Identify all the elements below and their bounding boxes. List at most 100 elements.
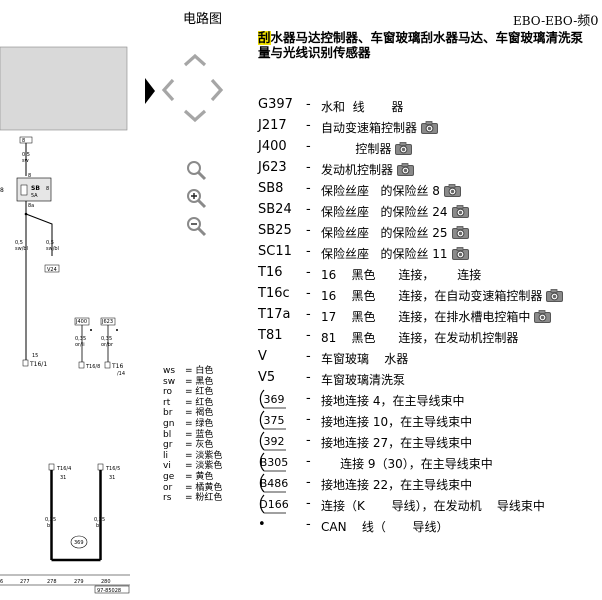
zoom-fit-icon[interactable] [185, 159, 207, 181]
legend-color-name: = 白色 [185, 366, 214, 376]
component-description: 发动机控制器 [321, 161, 415, 178]
zoom-in-icon[interactable] [185, 187, 207, 209]
legend-code: ge [163, 471, 175, 482]
panel-title: 刮水器马达控制器、车窗玻璃刮水器马达、车窗玻璃清洗泵 量与光线识别传感器 [258, 31, 602, 60]
component-item[interactable]: J217-自动变速箱控制器 [258, 116, 602, 137]
component-item[interactable]: SC11-保险丝座 的保险丝 11 [258, 242, 602, 263]
component-item[interactable]: B486 -接地连接 22，在主导线束中 [258, 473, 602, 494]
ground-point-code: B486 [259, 477, 289, 490]
legend-color-name: = 红色 [185, 387, 214, 398]
component-description-text: 保险丝座 的保险丝 24 [321, 205, 448, 219]
component-description-text: 保险丝座 的保险丝 8 [321, 184, 440, 198]
component-description-text: 17 黑色 连接，在排水槽电控箱中 [321, 310, 531, 324]
component-item[interactable]: T16-16 黑色 连接， 连接 [258, 263, 602, 284]
pan-right-icon[interactable] [209, 78, 225, 102]
collapse-panel-icon[interactable] [145, 78, 155, 104]
wire-b-size: 0,35 [101, 336, 112, 342]
component-item[interactable]: 392-接地连接 27，在主导线束中 [258, 431, 602, 452]
component-item[interactable]: G397-水和 线 器 [258, 95, 602, 116]
ground-point-code: 375 [263, 414, 285, 427]
component-item[interactable]: SB24-保险丝座 的保险丝 24 [258, 200, 602, 221]
legend-code: rt [163, 397, 171, 408]
title-line-2: 量与光线识别传感器 [258, 44, 371, 60]
ground-point-icon: 392 [258, 430, 290, 452]
zoom-out-icon[interactable] [185, 215, 207, 237]
separator-dash: - [306, 202, 311, 217]
component-code: J217 [258, 118, 287, 133]
wire-split-pin: 8a [28, 203, 34, 209]
legend-code: ws [163, 366, 176, 376]
t16-connector [22, 359, 29, 367]
pan-left-icon[interactable] [160, 78, 176, 102]
separator-dash: - [306, 286, 311, 301]
component-item[interactable]: •-CAN 线（ 导线） [258, 515, 602, 536]
wire-c-color: br [47, 523, 53, 529]
legend-row: gr= 灰色 [163, 440, 222, 451]
camera-icon[interactable] [443, 184, 461, 197]
component-item[interactable]: T17a-17 黑色 连接，在排水槽电控箱中 [258, 305, 602, 326]
wire-top-size: 0,5 [22, 152, 30, 158]
wire-d-color: br [96, 523, 102, 529]
component-item[interactable]: V5-车窗玻璃清洗泵 [258, 368, 602, 389]
wire-split [25, 213, 53, 360]
component-item[interactable]: 375-接地连接 10，在主导线束中 [258, 410, 602, 431]
legend-color-name: = 红色 [185, 397, 214, 408]
wiring-diagram[interactable]: 8 0,5 sw 8 SB 8 5A 8 8a 0,5 sw/bl 0,5 sw… [0, 0, 150, 600]
ground-point-icon: 375 [258, 409, 290, 431]
document-code: EBO-EBO- [513, 14, 578, 28]
component-description: 接地连接 4，在主导线束中 [321, 392, 464, 409]
component-item[interactable]: SB25-保险丝座 的保险丝 25 [258, 221, 602, 242]
t168-label: T16/8 [85, 364, 100, 370]
camera-icon[interactable] [534, 310, 552, 323]
camera-icon[interactable] [451, 226, 469, 239]
camera-icon[interactable] [546, 289, 564, 302]
legend-code: gn [163, 418, 175, 429]
component-description: 车窗玻璃清洗泵 [321, 371, 405, 388]
module-block [0, 46, 128, 131]
fuse-box-label: SB [31, 185, 40, 192]
dot-b [116, 329, 118, 331]
component-description-text: 水和 线 器 [321, 100, 404, 114]
separator-dash: - [306, 307, 311, 322]
component-item[interactable]: B305- 连接 9（30），在主导线束中 [258, 452, 602, 473]
legend-row: li= 淡紫色 [163, 451, 222, 462]
wire-c-size: 0,35 [45, 517, 56, 523]
camera-icon[interactable] [421, 121, 439, 134]
v24-connector [44, 264, 60, 273]
ground-circle [70, 535, 88, 549]
component-code: • [258, 517, 266, 532]
legend-color-name: = 灰色 [185, 440, 214, 451]
pan-up-icon[interactable] [183, 52, 207, 68]
component-description-text: 16 黑色 连接， 连接 [321, 268, 482, 282]
page-number: 6 [0, 579, 3, 585]
camera-icon[interactable] [451, 205, 469, 218]
camera-icon[interactable] [395, 142, 413, 155]
component-item[interactable]: J623-发动机控制器 [258, 158, 602, 179]
component-item[interactable]: 369-接地连接 4，在主导线束中 [258, 389, 602, 410]
component-code: SB24 [258, 202, 292, 217]
component-description: 接地连接 22，在主导线束中 [321, 476, 472, 493]
component-item[interactable]: D166-连接（K 导线），在发动机 导线束中 [258, 494, 602, 515]
component-code: SB25 [258, 223, 292, 238]
component-description: 控制器 [321, 140, 413, 157]
legend-row: bl= 蓝色 [163, 430, 222, 441]
separator-dash: - [306, 496, 311, 511]
window-title: 电路图 [183, 12, 223, 27]
pan-down-icon[interactable] [183, 108, 207, 124]
component-item[interactable]: J400- 控制器 [258, 137, 602, 158]
component-item[interactable]: V-车窗玻璃 水器 [258, 347, 602, 368]
component-code: J623 [258, 160, 287, 175]
separator-dash: - [306, 265, 311, 280]
component-list-panel: 刮水器马达控制器、车窗玻璃刮水器马达、车窗玻璃清洗泵 量与光线识别传感器 G39… [258, 31, 602, 534]
separator-dash: - [306, 328, 311, 343]
camera-icon[interactable] [397, 163, 415, 176]
component-description-text: 车窗玻璃 水器 [321, 352, 409, 366]
dot-a [90, 329, 92, 331]
wiring-diagram-canvas: 8 0,5 sw 8 SB 8 5A 8 8a 0,5 sw/bl 0,5 sw… [0, 46, 130, 594]
separator-dash: - [306, 349, 311, 364]
component-item[interactable]: SB8-保险丝座 的保险丝 8 [258, 179, 602, 200]
component-item[interactable]: T16c-16 黑色 连接，在自动变速箱控制器 [258, 284, 602, 305]
camera-icon[interactable] [451, 247, 469, 260]
component-item[interactable]: T81-81 黑色 连接，在发动机控制器 [258, 326, 602, 347]
separator-dash: - [306, 475, 311, 490]
